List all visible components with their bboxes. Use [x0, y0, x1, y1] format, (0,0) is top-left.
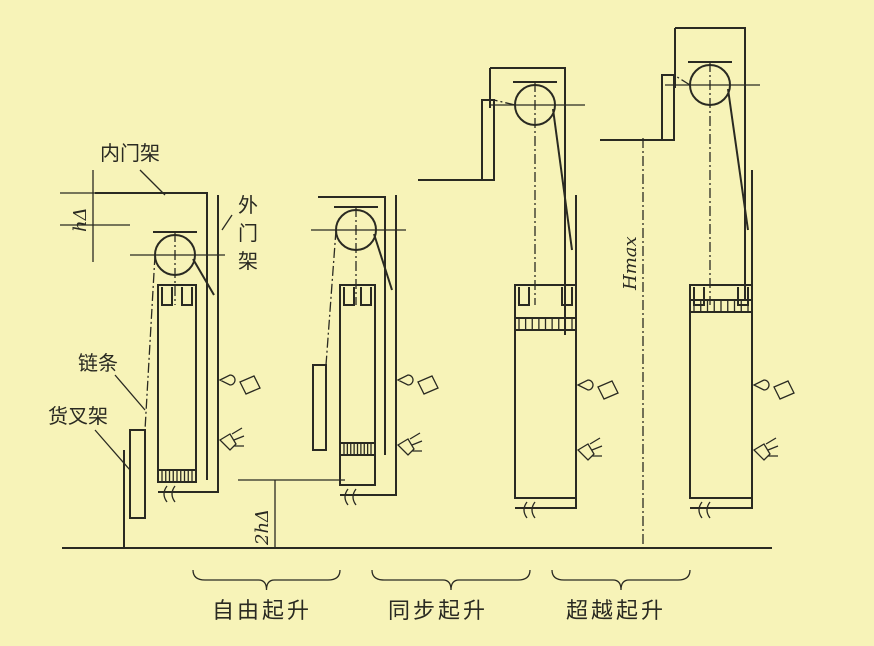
mast-pivot — [576, 437, 603, 461]
fork-carriage — [312, 364, 327, 451]
tilt-cylinder-mount — [396, 374, 439, 395]
inner-mast — [490, 67, 566, 335]
stage-caption-synchronous-lift: 同步起升 — [388, 599, 488, 624]
cylinder-head — [518, 287, 573, 306]
chain — [144, 254, 156, 431]
inner-mast — [318, 196, 386, 455]
chain-anchor — [192, 258, 215, 296]
hydraulic-hose — [698, 501, 711, 519]
hydraulic-hose — [344, 488, 357, 506]
stage-caption-overtaking-lift: 超越起升 — [566, 599, 666, 624]
stage-brace — [371, 569, 531, 591]
stage-caption-free-lift: 自由起升 — [212, 599, 312, 624]
chain — [493, 99, 516, 106]
mast-pivot — [218, 427, 245, 451]
chain-leader — [114, 374, 146, 411]
lift-cylinder — [689, 284, 753, 499]
h-delta-label: hΔ — [70, 207, 91, 232]
fork-carriage — [129, 429, 146, 519]
outer-mast — [340, 195, 397, 496]
outer-mast — [158, 195, 219, 493]
outer-mast-leader — [221, 214, 233, 231]
cylinder-head — [343, 287, 372, 306]
mast-pivot — [752, 437, 779, 461]
two-h-delta-label: 2hΔ — [252, 509, 273, 546]
tilt-cylinder-mount — [218, 374, 261, 395]
h-max-label: Hmax — [620, 236, 641, 291]
outer-mast — [515, 195, 577, 509]
inner-mast — [95, 192, 208, 480]
fork-carriage-leader — [94, 429, 131, 471]
fork-carriage — [481, 99, 495, 181]
chain-anchor — [373, 233, 393, 291]
stage-brace — [192, 569, 341, 591]
lift-cylinder — [514, 284, 577, 499]
lift-cylinder — [157, 284, 197, 483]
cylinder-head — [161, 287, 193, 306]
fork-carriage-label: 货叉架 — [48, 404, 108, 428]
stage-brace — [551, 569, 691, 591]
lift-cylinder — [339, 284, 376, 486]
outer-mast — [690, 170, 753, 509]
hydraulic-hose — [163, 485, 176, 503]
mast-pivot — [396, 432, 423, 456]
inner-mast-label: 内门架 — [100, 141, 160, 165]
chain — [325, 229, 337, 366]
tilt-cylinder-mount — [576, 379, 619, 400]
outer-mast-label-3: 架 — [238, 249, 258, 273]
outer-mast-label-2: 门 — [238, 221, 258, 245]
chain-anchor — [727, 88, 749, 231]
chain-anchor — [552, 108, 573, 251]
chain — [673, 74, 691, 86]
cylinder-head — [693, 287, 749, 306]
outer-mast-label-1: 外 — [238, 193, 258, 217]
hydraulic-hose — [523, 501, 536, 519]
chain-label: 链条 — [78, 351, 118, 375]
tilt-cylinder-mount — [752, 379, 795, 400]
inner-mast-leader — [139, 169, 166, 196]
